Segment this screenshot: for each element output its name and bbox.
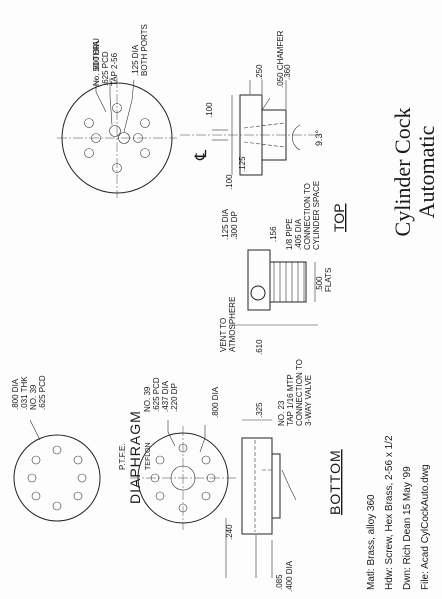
bottom-view-label: BOTTOM bbox=[327, 449, 343, 515]
note-hardware: Hdw: Screw, Hex Brass, 2-56 x 1/2 bbox=[384, 435, 395, 590]
pipe-label-1: 1/8 PIPE bbox=[285, 218, 294, 250]
dim-085: .085 bbox=[275, 574, 284, 590]
dim-100-a: .100 bbox=[205, 102, 214, 118]
bottom-holes-3: .437 DIA bbox=[161, 380, 170, 412]
dim-240: .240 bbox=[225, 524, 234, 540]
dim-100-b: .100 bbox=[225, 174, 234, 190]
vent-label-1: VENT TO bbox=[219, 318, 228, 352]
flats-label-1: .500 bbox=[315, 276, 324, 292]
title-line-2: Automatic bbox=[414, 125, 439, 218]
dim-360: .360 bbox=[283, 64, 292, 80]
top-ports-label-1: .125 DIA bbox=[131, 44, 140, 76]
dim-400: .400 DIA bbox=[285, 560, 294, 592]
top-view-label: TOP bbox=[331, 203, 347, 232]
tap-label-2: TAP 1/16 MTP bbox=[286, 374, 295, 426]
diaphragm-spec-3: NO. 39 bbox=[29, 384, 38, 410]
pipe-label-2: .405 DIA bbox=[294, 218, 303, 250]
vent-label-2: ATMOSPHERE bbox=[228, 297, 237, 352]
pipe-label-4: CYLINDER SPACE bbox=[312, 181, 321, 250]
bottom-holes-4: .220 DP bbox=[170, 383, 179, 412]
top-elevation-view bbox=[230, 249, 318, 326]
dim-610: .610 bbox=[255, 339, 264, 355]
note-drawn-by: Dwn: Rich Dean 15 May '99 bbox=[402, 466, 413, 590]
diaphragm-view bbox=[13, 419, 101, 522]
note-material: Matl: Brass, alloy 360 bbox=[366, 494, 377, 590]
tap-label-4: 3-WAY VALVE bbox=[304, 375, 313, 426]
bottom-holes-2: .625 PCD bbox=[152, 377, 161, 412]
top-holes-label-4: TAP 2-56 bbox=[110, 52, 119, 86]
top-plan-view bbox=[57, 78, 177, 198]
pipe-label-3: CONNECTION TO bbox=[303, 183, 312, 250]
diaphragm-prefix: P.T.F.E. bbox=[118, 443, 127, 470]
top-holes-label-2: No. 50 THRU bbox=[92, 38, 101, 86]
dim-156: .156 bbox=[269, 226, 278, 242]
bottom-dia-label: .800 DIA bbox=[211, 386, 220, 418]
diaphragm-spec-1: .800 DIA bbox=[11, 378, 20, 410]
tap-label-3: CONNECTION TO bbox=[295, 359, 304, 426]
top-ports-label-2: BOTH PORTS bbox=[140, 24, 149, 76]
diaphragm-material: TEFLON bbox=[145, 442, 152, 470]
bottom-elevation-view bbox=[225, 419, 297, 578]
centerline-symbol: ℄ bbox=[193, 149, 210, 161]
top-holes-label-3: .625 PCD bbox=[101, 51, 110, 86]
tap-label-1: NO. 23 bbox=[277, 400, 286, 426]
diaphragm-spec-4: .625 PCD bbox=[38, 375, 47, 410]
note-file: File: Acad CylCockAuto.dwg bbox=[420, 464, 431, 590]
bottom-plan-view bbox=[130, 420, 236, 530]
angle-label: 9.3° bbox=[314, 129, 324, 146]
vent-dia-label-1: .125 DIA bbox=[221, 208, 230, 240]
chamfer-label: .050 CHAMFER bbox=[276, 30, 285, 88]
bottom-holes-1: NO. 39 bbox=[143, 386, 152, 412]
dim-250: .250 bbox=[255, 64, 264, 80]
diaphragm-spec-2: .031 THK bbox=[20, 376, 29, 410]
top-section-view bbox=[180, 80, 320, 176]
dim-325: .325 bbox=[255, 402, 264, 418]
title-line-1: Cylinder Cock bbox=[390, 108, 415, 237]
dim-125: .125 bbox=[238, 156, 247, 172]
diaphragm-title: DIAPHRAGM bbox=[127, 410, 143, 504]
top-holes-label-1: .800 DIA bbox=[92, 40, 101, 72]
vent-dia-label-2: .300 DP bbox=[230, 211, 239, 240]
flats-label-2: FLATS bbox=[324, 268, 333, 292]
